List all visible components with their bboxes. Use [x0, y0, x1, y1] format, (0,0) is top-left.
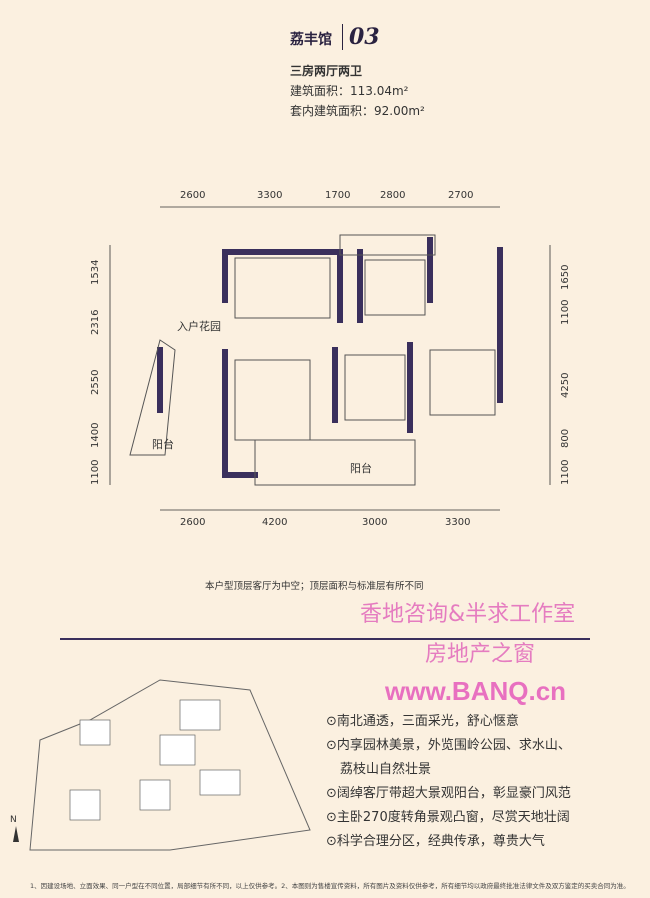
watermark-subtitle: 房地产之窗 [425, 642, 536, 667]
site-plan [29, 679, 311, 851]
dim-right-4: 800 [560, 429, 571, 448]
divider [60, 638, 590, 640]
dim-right-1: 1650 [560, 265, 571, 290]
feature-item: 荔枝山自然壮景 [340, 762, 432, 777]
page-title: 荔丰馆 03 [290, 24, 380, 50]
north-arrow-icon [13, 826, 19, 842]
feature-item: ⊙科学合理分区，经典传承，尊贵大气 [326, 834, 545, 849]
top-floor-note: 本户型顶层客厅为中空；顶层面积与标准层有所不同 [205, 581, 424, 592]
unit-type: 三房两厅两卫 [290, 64, 363, 78]
feature-item: ⊙阔绰客厅带超大景观阳台，彰显豪门风范 [326, 786, 571, 801]
dim-right-2: 1100 [560, 300, 571, 325]
net-area: 套内建筑面积：92.00m² [290, 104, 425, 118]
dim-right-5: 1100 [560, 460, 571, 485]
dim-top-4: 2800 [380, 190, 405, 201]
unit-number: 03 [342, 24, 380, 50]
building-name: 荔丰馆 [290, 32, 332, 48]
floor-plan-drawing: 2600 3300 1700 2800 2700 2600 4200 3000 … [90, 190, 571, 528]
dim-left-5: 1100 [90, 460, 101, 485]
dim-left-4: 1400 [90, 423, 101, 448]
feature-item: ⊙内享园林美景，外览围岭公园、求水山、 [326, 738, 571, 753]
dim-right-3: 4250 [560, 373, 571, 398]
dim-top-1: 2600 [180, 190, 205, 201]
feature-item: ⊙南北通透，三面采光，舒心惬意 [326, 714, 519, 729]
feature-item: ⊙主卧270度转角景观凸窗，尽赏天地壮阔 [326, 810, 570, 825]
dim-top-5: 2700 [448, 190, 473, 201]
dim-left-1: 1534 [90, 260, 101, 285]
dim-left-2: 2316 [90, 310, 101, 335]
label-balcony-bottom: 阳台 [350, 461, 372, 475]
dim-bottom-3: 3000 [362, 517, 387, 528]
watermark-company: 香地咨询&半求工作室 [360, 602, 576, 627]
dim-left-3: 2550 [90, 370, 101, 395]
dim-top-2: 3300 [257, 190, 282, 201]
label-balcony-left: 阳台 [152, 437, 174, 451]
dim-bottom-1: 2600 [180, 517, 205, 528]
dim-bottom-2: 4200 [262, 517, 287, 528]
disclaimer: 1、因建设场地、立面效果、同一户型在不同位置，局部细节有所不同，以上仅供参考。2… [30, 882, 630, 890]
dim-top-3: 1700 [325, 190, 350, 201]
gross-area: 建筑面积：113.04m² [290, 84, 409, 98]
watermark-url: www.BANQ.cn [385, 676, 567, 706]
label-entry-garden: 入户花园 [177, 319, 221, 333]
compass-north: N [10, 815, 17, 825]
dim-bottom-4: 3300 [445, 517, 470, 528]
